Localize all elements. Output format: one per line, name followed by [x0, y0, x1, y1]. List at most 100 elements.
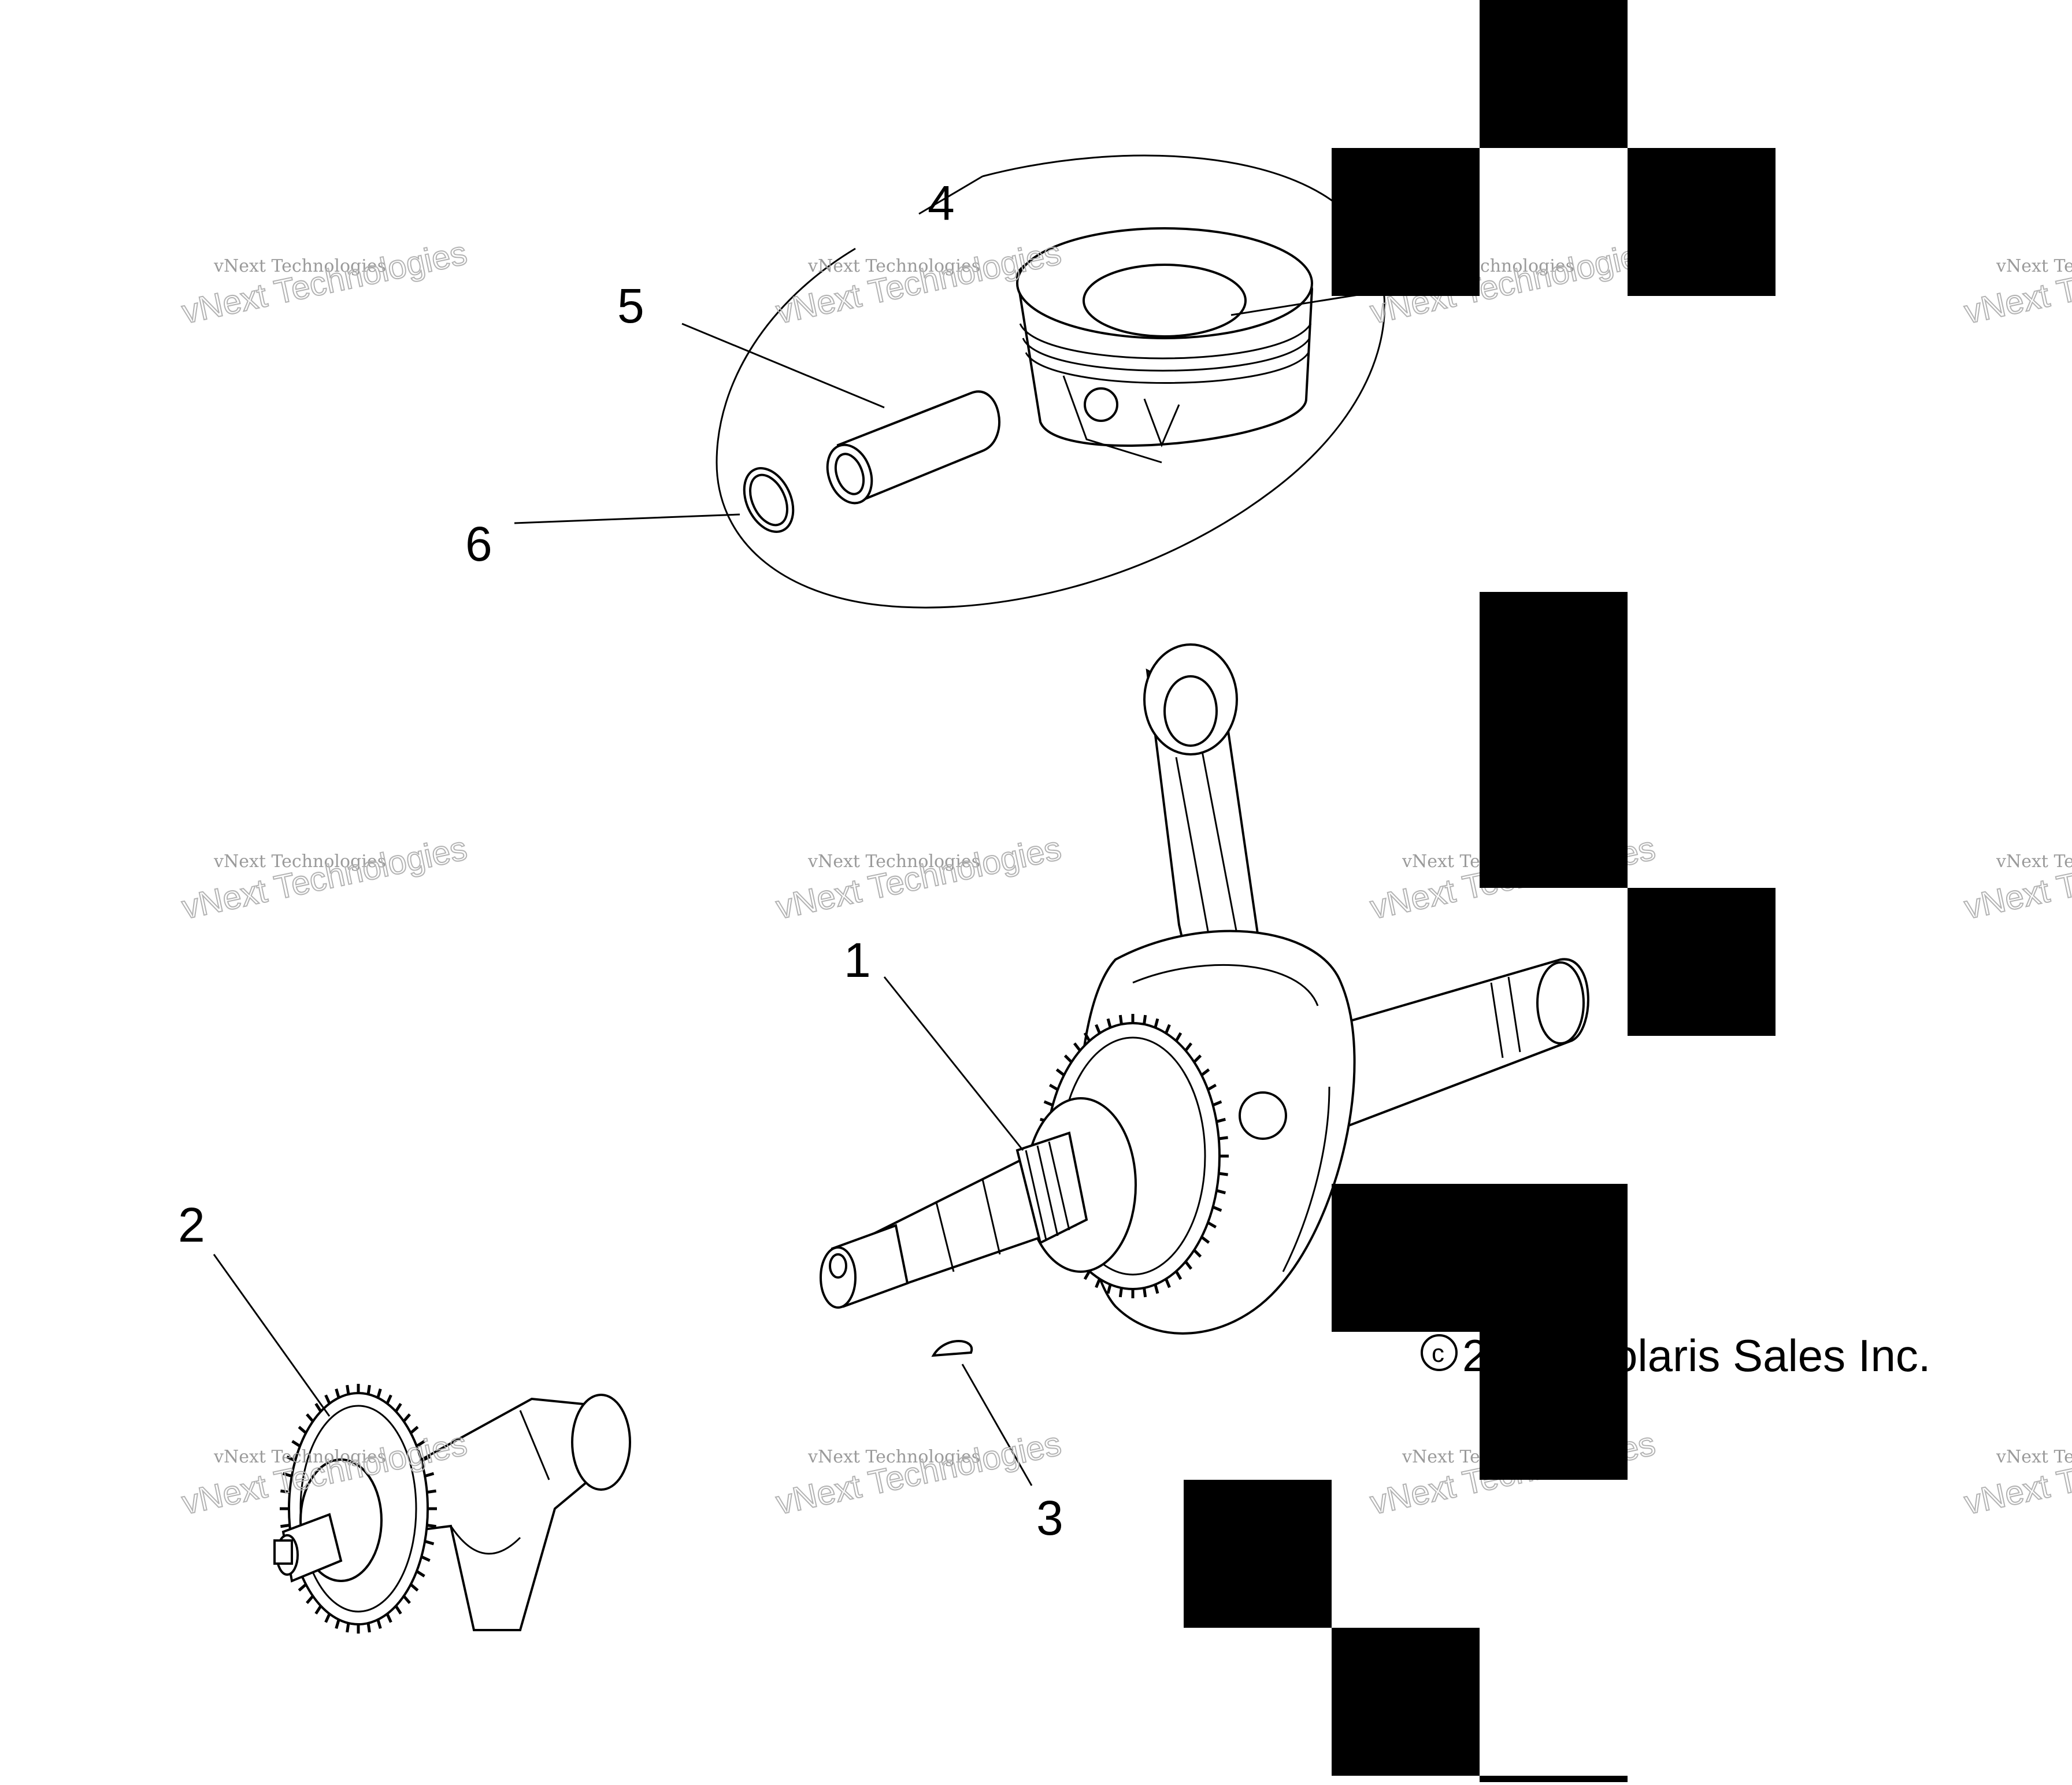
gear-tooth: [1083, 1270, 1091, 1280]
gear-tooth: [1216, 1117, 1226, 1123]
gear-tooth: [424, 1539, 435, 1546]
svg-text:vNext Technologies: vNext Technologies: [807, 851, 980, 872]
svg-text:vNext Technologies: vNext Technologies: [213, 1447, 386, 1467]
gear-tooth: [1095, 1278, 1101, 1288]
gear-tooth: [427, 1489, 436, 1494]
balance-shaft: [273, 1384, 631, 1634]
gear-tooth: [402, 1413, 411, 1423]
crankshaft: [820, 929, 1589, 1335]
leader-lines: [213, 175, 1359, 1486]
svg-text:vNext Technologies: vNext Technologies: [807, 256, 980, 276]
gear-tooth: [1154, 1284, 1159, 1294]
gear-tooth: [324, 1613, 331, 1623]
svg-text:vNext Technologies: vNext Technologies: [773, 1425, 1064, 1522]
gear-tooth: [1212, 1100, 1222, 1107]
piston-pin: [826, 390, 1000, 505]
gear-tooth: [1212, 1205, 1222, 1212]
gear-tooth: [1106, 1018, 1112, 1028]
gear-tooth: [1165, 1278, 1171, 1288]
svg-text:vNext Technologies: vNext Technologies: [179, 829, 470, 927]
svg-text:vNext Technologies: vNext Technologies: [1961, 829, 2072, 927]
gear-tooth: [1083, 1032, 1091, 1042]
gear-tooth: [306, 1413, 314, 1423]
gear-tooth: [306, 1595, 314, 1604]
gear-tooth: [280, 1489, 290, 1494]
gear-tooth: [424, 1472, 435, 1478]
gear-tooth: [280, 1523, 290, 1528]
gear-tooth: [410, 1583, 419, 1592]
gear-tooth: [1207, 1083, 1217, 1091]
gear-tooth: [335, 1388, 340, 1398]
svg-text:vNext Technologies: vNext Technologies: [1996, 851, 2072, 872]
gear-tooth: [1154, 1018, 1159, 1028]
gear-tooth: [1174, 1032, 1183, 1042]
circlip: [743, 467, 795, 533]
gear-tooth: [1143, 1287, 1147, 1298]
svg-text:vNext Technologies: vNext Technologies: [1961, 1425, 2072, 1522]
gear-tooth: [366, 1384, 371, 1395]
piston-assembly-outline: [716, 154, 1385, 609]
gear-tooth: [335, 1619, 340, 1629]
gear-tooth: [1193, 1054, 1202, 1064]
gear-tooth: [1165, 1024, 1171, 1034]
gear-tooth: [1184, 1260, 1193, 1270]
copyright: c 2 olaris Sales Inc.: [1421, 1330, 1931, 1381]
gear-tooth: [421, 1555, 431, 1562]
gear-tooth: [1174, 1270, 1183, 1280]
gear-tooth: [1073, 1042, 1081, 1052]
gear-tooth: [427, 1523, 436, 1528]
copyright-text: olaris Sales Inc.: [1613, 1330, 1931, 1381]
gear-tooth: [324, 1394, 331, 1405]
woodruff-key: [931, 1340, 973, 1357]
svg-text:vNext Technologies: vNext Technologies: [773, 829, 1064, 927]
svg-text:vNext Technologies: vNext Technologies: [213, 851, 386, 872]
gear-tooth: [1043, 1100, 1054, 1107]
gear-tooth: [346, 1384, 350, 1395]
gear-tooth: [1184, 1042, 1193, 1052]
gear-tooth: [1218, 1136, 1228, 1140]
callout-6: 6: [465, 517, 492, 571]
gear-tooth: [421, 1455, 431, 1462]
gear-tooth: [394, 1605, 402, 1615]
gear-tooth: [416, 1440, 425, 1447]
callout-2: 2: [178, 1198, 205, 1252]
gear-tooth: [1106, 1284, 1112, 1294]
gear-tooth: [376, 1388, 382, 1398]
gear-tooth: [1207, 1221, 1217, 1229]
gear-tooth: [416, 1570, 425, 1577]
svg-text:vNext Technologies: vNext Technologies: [213, 256, 386, 276]
gear-tooth: [298, 1583, 307, 1592]
svg-text:vNext Technologies: vNext Technologies: [1996, 1447, 2072, 1467]
svg-text:vNext Technologies: vNext Technologies: [807, 1447, 980, 1467]
gear-tooth: [346, 1623, 350, 1633]
callout-3: 3: [1036, 1491, 1063, 1545]
gear-tooth: [1055, 1068, 1065, 1076]
gear-tooth: [286, 1455, 296, 1462]
gear-tooth: [394, 1402, 402, 1413]
callout-4: 4: [928, 176, 955, 230]
gear-tooth: [1216, 1189, 1226, 1195]
gear-tooth: [314, 1402, 323, 1413]
gear-tooth: [1118, 1287, 1123, 1298]
gear-tooth: [1048, 1083, 1059, 1091]
gear-tooth: [1118, 1014, 1123, 1025]
gear-tooth: [1218, 1172, 1228, 1176]
svg-text:vNext Technologies: vNext Technologies: [179, 234, 470, 331]
gear-tooth: [1143, 1014, 1147, 1025]
redaction-blocks: [1184, 0, 1776, 1782]
gear-tooth: [314, 1605, 323, 1615]
gear-tooth: [1063, 1054, 1073, 1064]
gear-tooth: [386, 1394, 392, 1405]
piston: [1015, 227, 1314, 464]
svg-text:vNext Technologies: vNext Technologies: [1996, 256, 2072, 276]
gear-tooth: [402, 1595, 411, 1604]
gear-tooth: [1200, 1236, 1210, 1244]
gear-tooth: [1200, 1068, 1210, 1076]
gear-tooth: [298, 1425, 307, 1434]
gear-tooth: [376, 1619, 382, 1629]
gear-tooth: [282, 1472, 292, 1478]
gear-tooth: [291, 1440, 301, 1447]
gear-tooth: [410, 1425, 419, 1434]
callout-5: 5: [617, 279, 644, 333]
